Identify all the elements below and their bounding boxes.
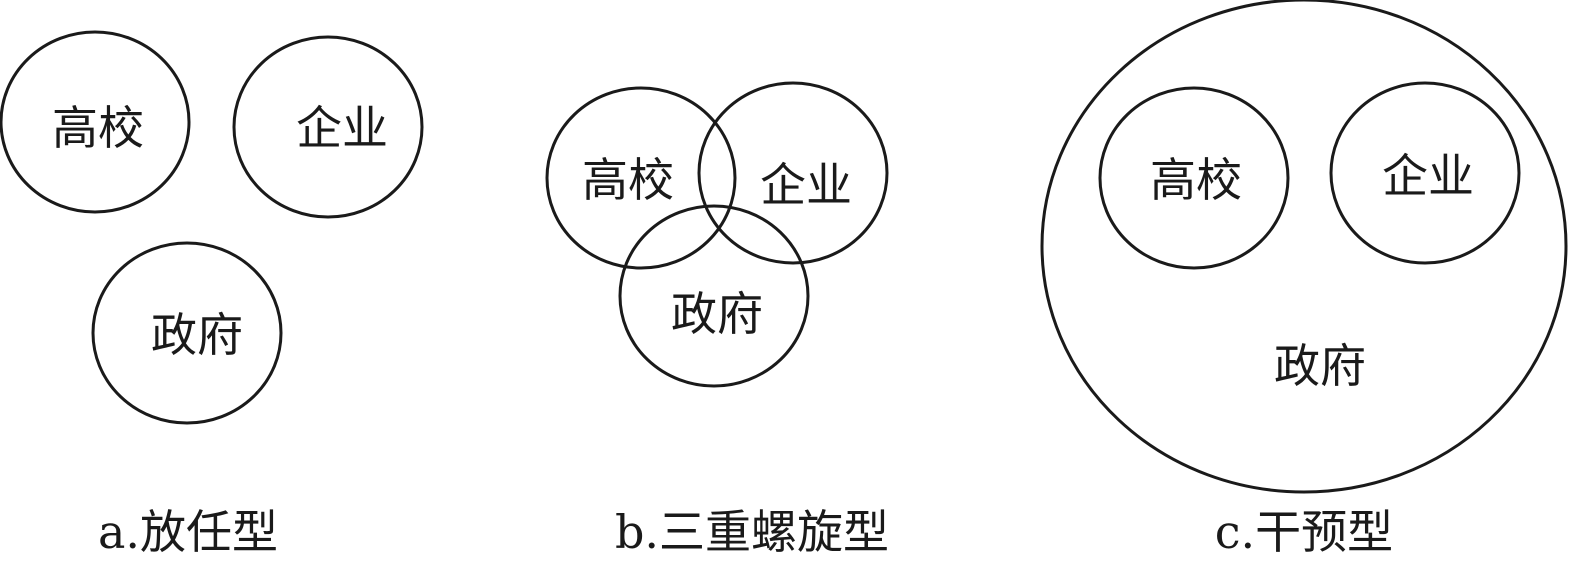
caption-b: b.三重螺旋型 (615, 505, 889, 559)
university-circle (0, 30, 191, 214)
government-outer-circle (1040, 0, 1568, 494)
panel-a: 高校 企业 政府 a.放任型 (0, 30, 424, 559)
enterprise-circle (1329, 81, 1521, 265)
enterprise-label: 企业 (296, 101, 388, 155)
enterprise-label: 企业 (1382, 149, 1474, 203)
caption-c: c.干预型 (1215, 505, 1393, 559)
panel-c: 高校 企业 政府 c.干预型 (1040, 0, 1568, 559)
enterprise-label: 企业 (760, 158, 852, 212)
government-circle (91, 241, 283, 425)
university-circle (1098, 86, 1290, 270)
university-label: 高校 (582, 153, 674, 207)
university-circle (545, 86, 737, 270)
university-label: 高校 (1150, 153, 1242, 207)
caption-a: a.放任型 (98, 505, 278, 559)
panel-b: 高校 企业 政府 b.三重螺旋型 (545, 81, 889, 559)
government-circle (618, 204, 810, 388)
university-label: 高校 (52, 101, 144, 155)
government-label: 政府 (1274, 339, 1366, 393)
government-label: 政府 (671, 287, 763, 341)
enterprise-circle (697, 81, 889, 265)
government-label: 政府 (151, 308, 243, 362)
enterprise-circle (232, 35, 424, 219)
